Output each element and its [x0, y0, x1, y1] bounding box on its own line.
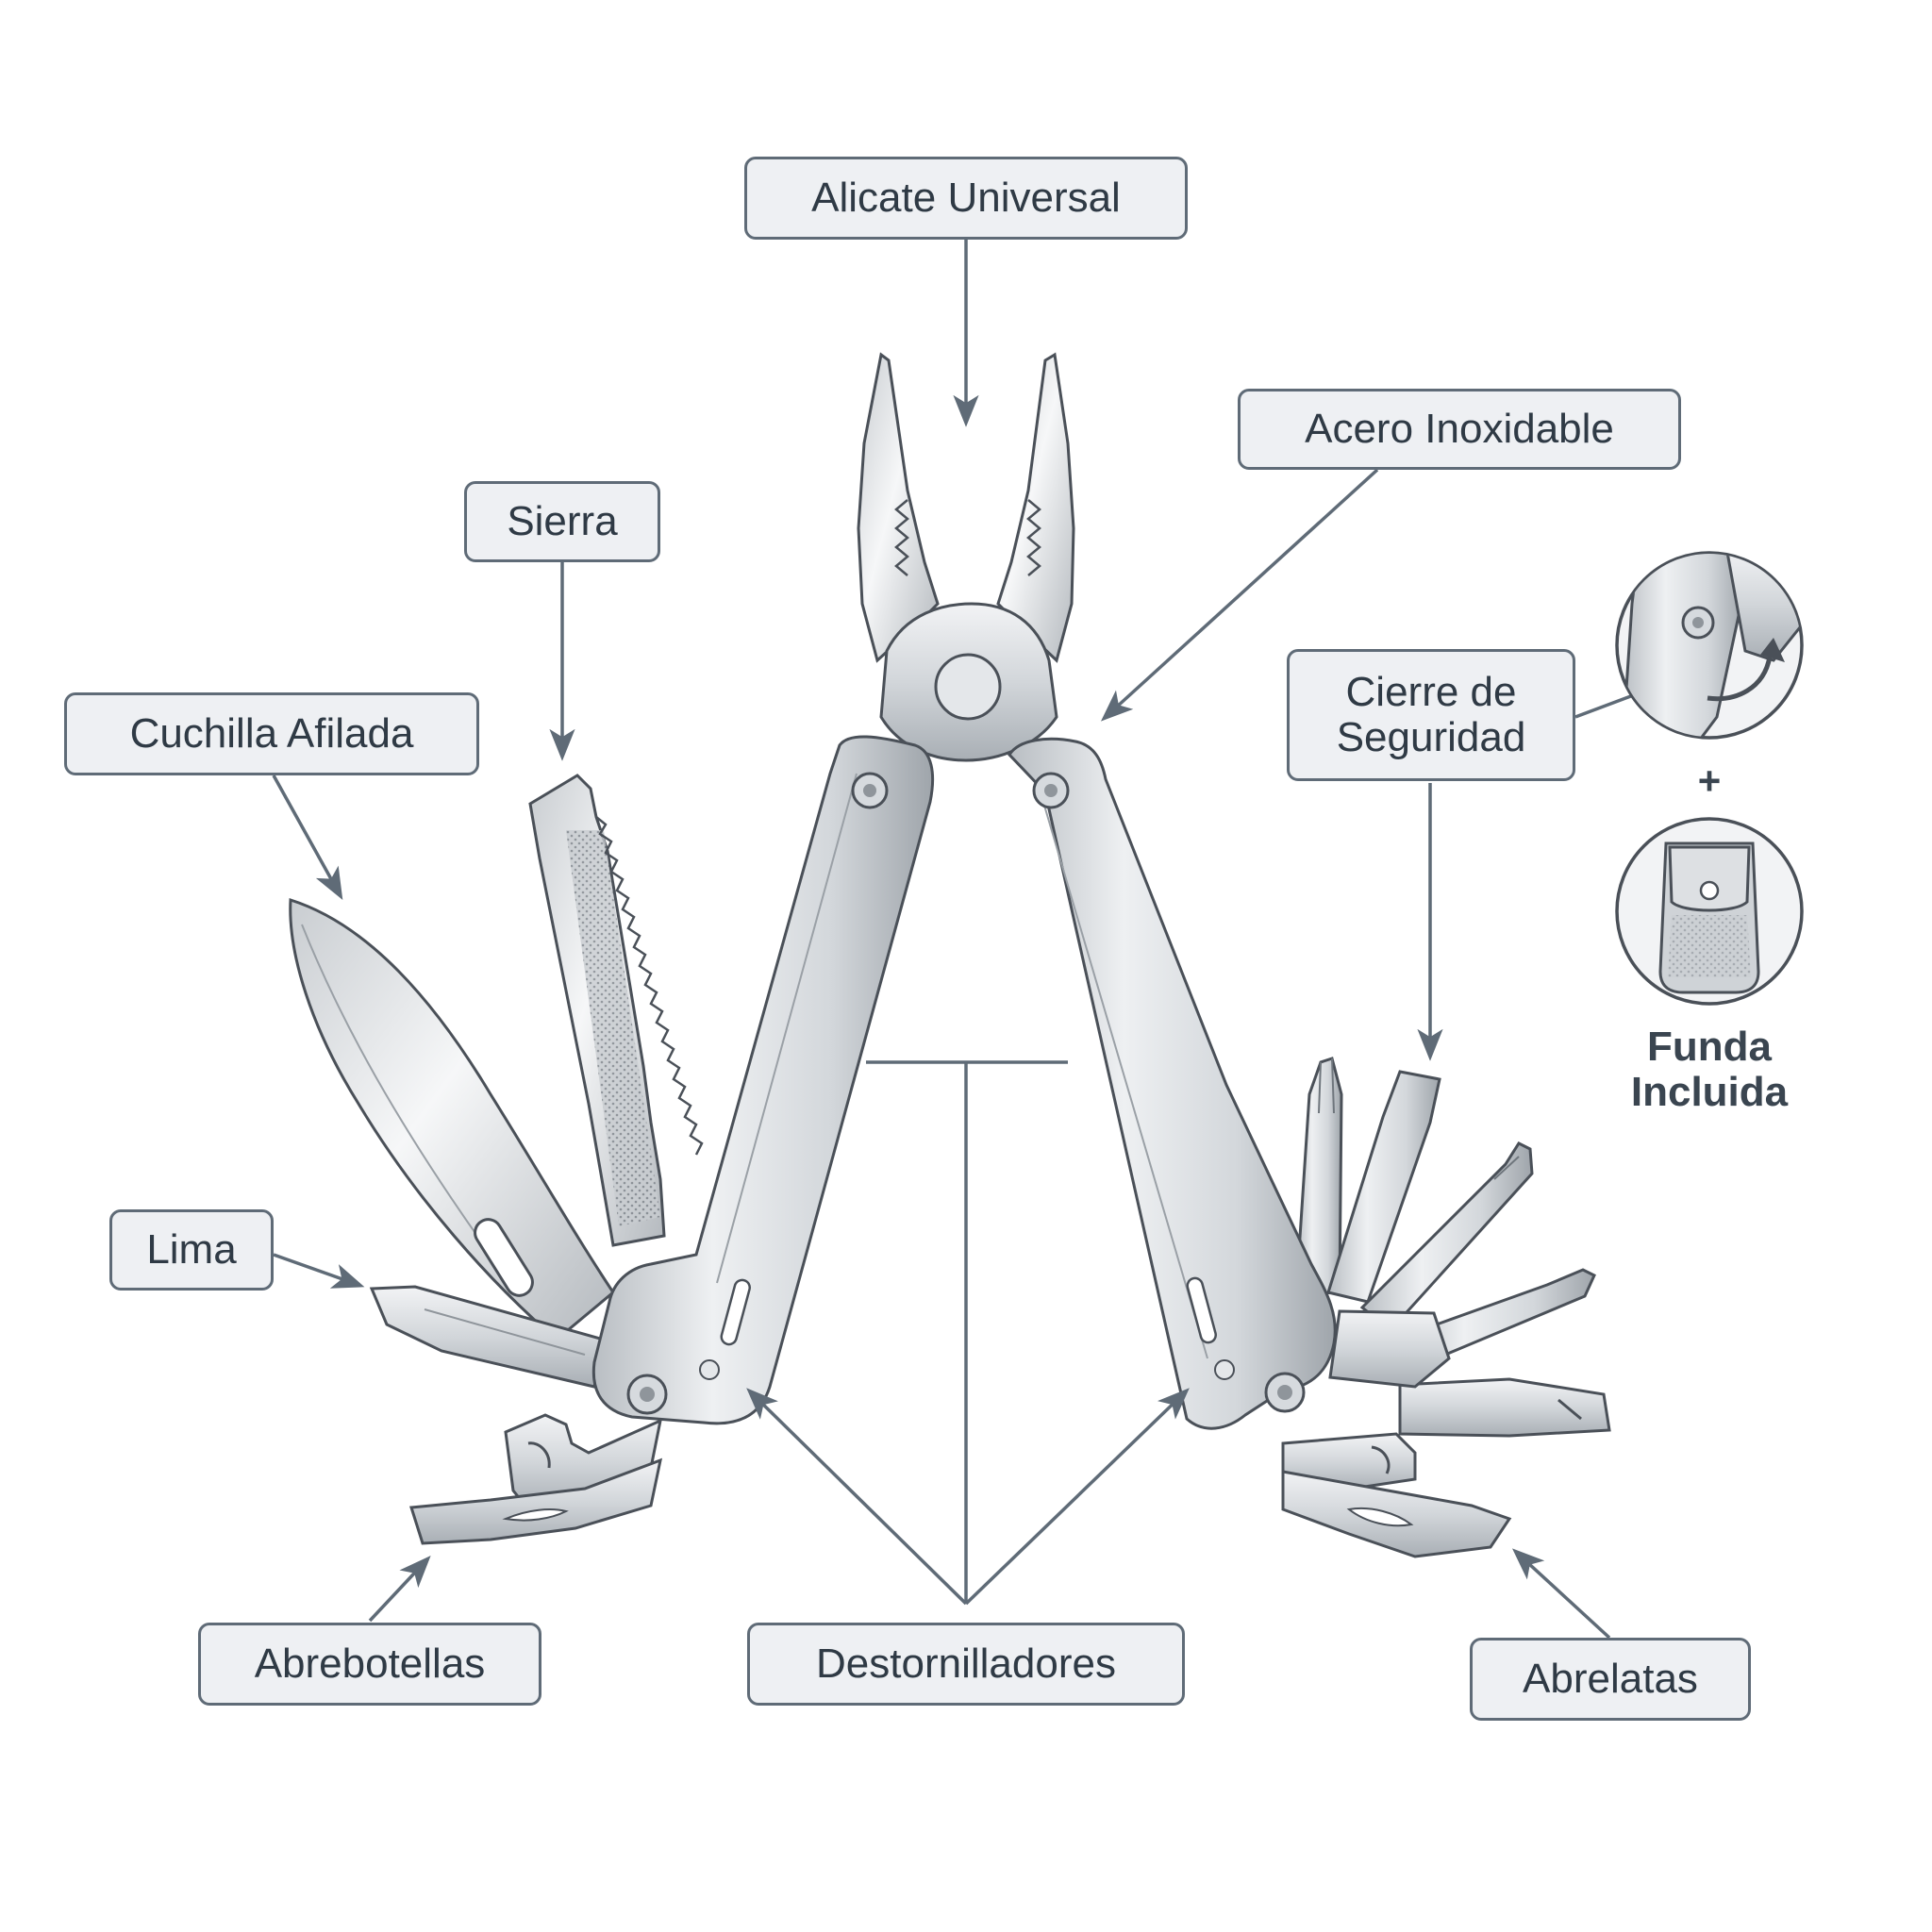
label-sheath: Funda Incluida [1587, 1024, 1832, 1116]
right-handle [1008, 737, 1337, 1430]
left-tools [289, 774, 704, 1545]
leader-bottle [368, 1556, 431, 1623]
label-knife: Cuchilla Afilada [64, 692, 479, 775]
safety-lock-detail-icon [1615, 551, 1804, 740]
leader-knife [272, 774, 343, 900]
label-bottle-opener: Abrebotellas [198, 1623, 541, 1706]
label-file-text: Lima [146, 1226, 237, 1274]
left-can-opener-tool [409, 1457, 663, 1545]
label-screwdrivers: Destornilladores [747, 1623, 1185, 1706]
plus-sign: + [1698, 758, 1722, 803]
leader-file [273, 1253, 365, 1289]
label-bottle-opener-text: Abrebotellas [254, 1641, 486, 1688]
sheath-pouch-icon [1615, 817, 1804, 1006]
saw-blade [528, 774, 704, 1247]
leader-can [1511, 1548, 1611, 1640]
phillips-bit-2 [1359, 1141, 1534, 1333]
right-can-opener-tool [1281, 1470, 1512, 1558]
label-lock-line2: Seguridad [1336, 714, 1526, 760]
leader-screwdriver-right [964, 1388, 1190, 1606]
flat-screwdriver-bit-2 [1398, 1377, 1611, 1438]
label-can-opener-text: Abrelatas [1523, 1656, 1698, 1703]
label-pliers-text: Alicate Universal [811, 175, 1121, 222]
label-sheath-line1: Funda [1647, 1024, 1772, 1070]
label-sheath-line2: Incluida [1630, 1069, 1789, 1116]
label-can-opener: Abrelatas [1470, 1638, 1751, 1721]
left-handle [591, 735, 935, 1425]
leader-steel [1100, 468, 1379, 722]
label-screwdrivers-text: Destornilladores [816, 1641, 1116, 1688]
label-file: Lima [109, 1209, 274, 1291]
label-saw-text: Sierra [507, 498, 618, 545]
label-knife-text: Cuchilla Afilada [129, 710, 414, 758]
pliers-head [857, 352, 1075, 762]
label-lock-line1: Cierre de [1345, 669, 1517, 716]
label-steel: Acero Inoxidable [1238, 389, 1681, 470]
leader-lock-detail [1574, 692, 1637, 719]
label-pliers: Alicate Universal [744, 157, 1188, 240]
label-steel-text: Acero Inoxidable [1305, 406, 1614, 453]
label-saw: Sierra [464, 481, 660, 562]
label-lock: Cierre de Seguridad [1287, 649, 1575, 781]
leader-screwdriver-left [746, 1388, 968, 1606]
leader-lines [272, 240, 1637, 1640]
right-tools [1281, 1057, 1611, 1558]
